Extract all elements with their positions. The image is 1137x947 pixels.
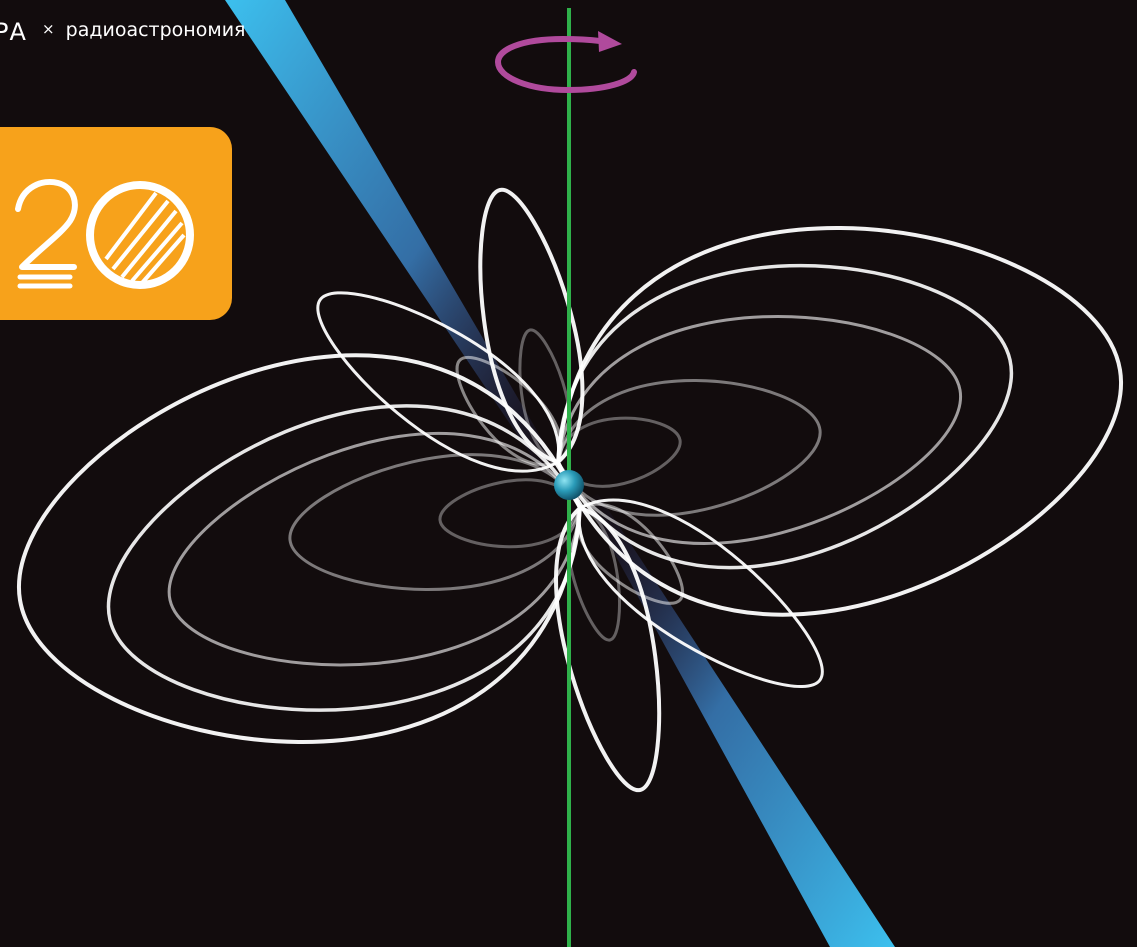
field-line [438,478,582,549]
field-line [316,291,561,473]
field-line [577,498,824,688]
magnetic-field-lines [16,187,1123,793]
brand-fragment: РА [0,18,27,46]
badge-logo-icon [15,179,194,289]
field-line [556,315,962,545]
brand-header: РА × радиоастрономия [0,18,245,46]
field-line [167,431,582,667]
field-line [288,453,582,591]
radiation-beam-bottom [585,494,895,947]
field-line [554,506,662,793]
field-line [576,502,684,605]
field-line [478,187,585,464]
field-line [455,356,563,467]
field-line [556,263,1014,570]
field-line [16,353,582,744]
field-line [556,226,1123,617]
logo-badge [0,127,232,320]
separator: × [41,20,55,38]
field-line [556,379,822,517]
field-line [556,416,682,488]
rotation-arrow-icon [494,31,637,94]
neutron-star [554,470,584,500]
field-line [106,404,582,712]
topic-tag: радиоастрономия [65,19,246,41]
